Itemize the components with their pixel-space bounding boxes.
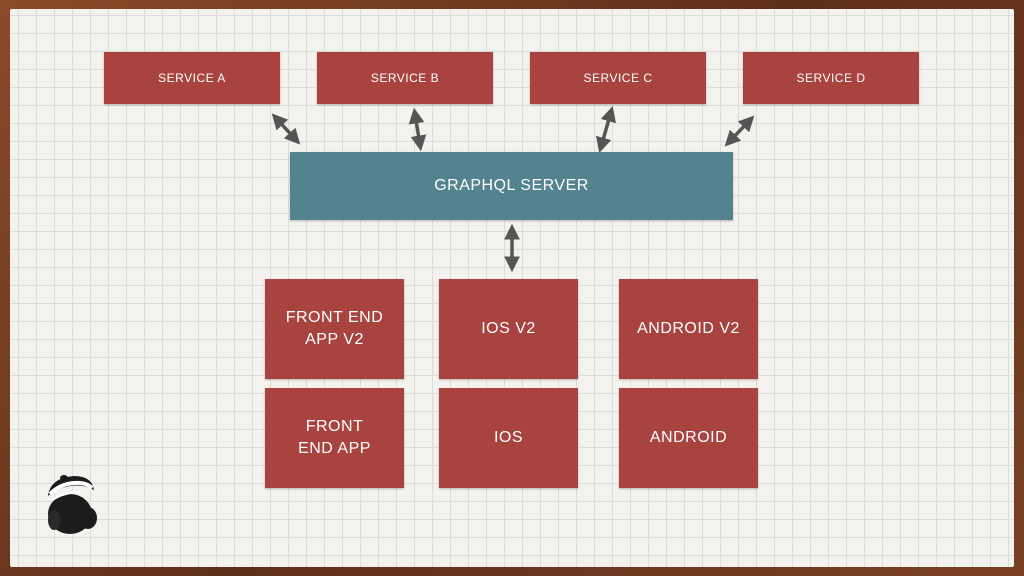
service-b-box: SERVICE B	[317, 52, 493, 104]
service-c-box: SERVICE C	[530, 52, 706, 104]
ios-v2-box: IOS V2	[439, 279, 578, 379]
arrow-service-a-server	[271, 113, 301, 145]
service-a-box: SERVICE A	[104, 52, 280, 104]
service-d-box: SERVICE D	[743, 52, 919, 104]
frontend-app-v2-box: FRONT END APP V2	[265, 279, 404, 379]
graphql-server-label: GRAPHQL SERVER	[434, 177, 589, 194]
badger-mascot-icon	[48, 475, 97, 534]
android-box: ANDROID	[619, 388, 758, 488]
android-v2-label: ANDROID V2	[637, 320, 740, 337]
arrow-service-c-server	[596, 105, 616, 154]
ios-v2-label: IOS V2	[481, 320, 536, 337]
service-b-label: SERVICE B	[370, 71, 440, 85]
service-d-label: SERVICE D	[796, 71, 866, 85]
frontend-app-box: FRONT END APP	[265, 388, 404, 488]
ios-box: IOS	[439, 388, 578, 488]
frontend-app-v2-label: FRONT END APP V2	[285, 309, 384, 348]
graphql-server-box: GRAPHQL SERVER	[290, 152, 733, 220]
frontend-app-label: FRONT END APP	[298, 418, 371, 457]
service-c-label: SERVICE C	[583, 71, 653, 85]
service-a-label: SERVICE A	[158, 71, 226, 85]
android-label: ANDROID	[649, 429, 728, 446]
android-v2-box: ANDROID V2	[619, 279, 758, 379]
ios-label: IOS	[493, 429, 524, 446]
arrow-service-b-server	[408, 107, 427, 152]
arrow-service-d-server	[724, 115, 755, 147]
